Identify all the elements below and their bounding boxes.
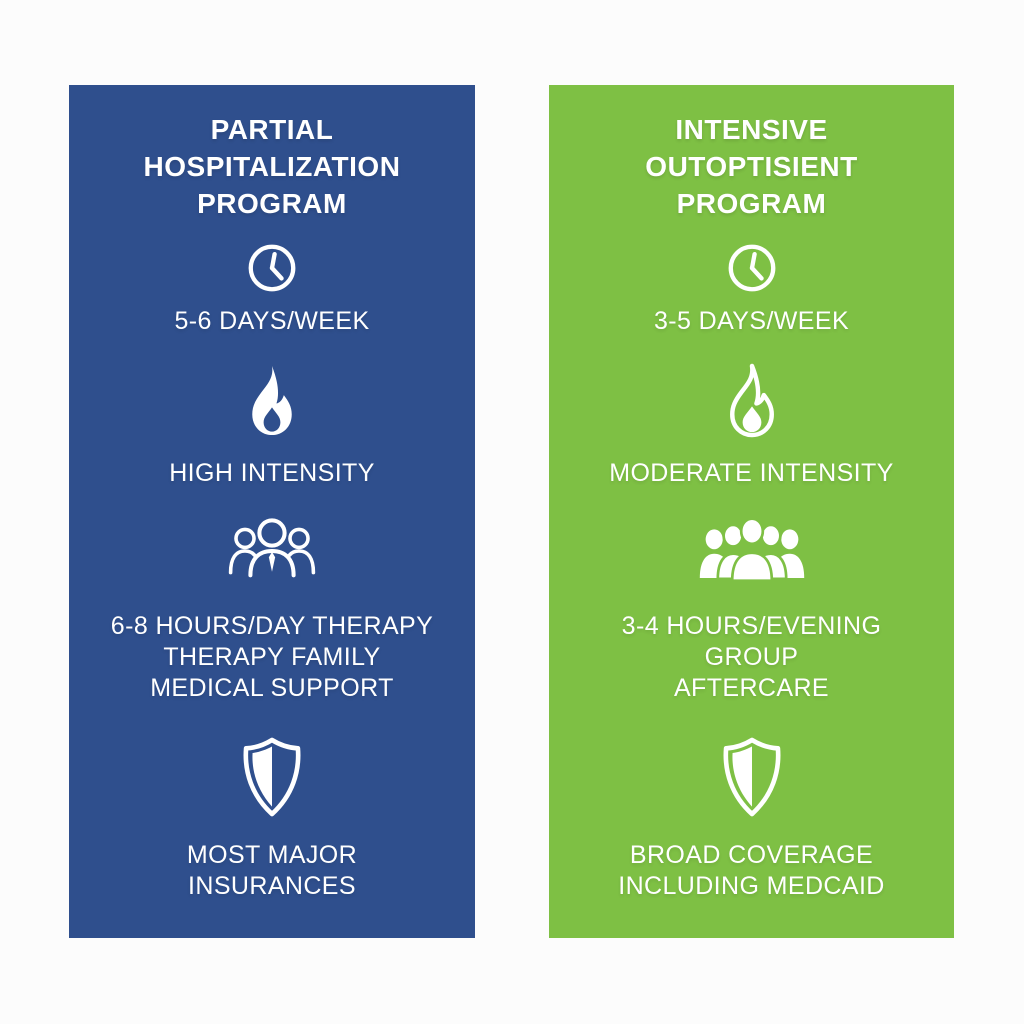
title-line: OUTOPTISIENT (645, 151, 858, 182)
frequency-label: 3-5 DAYS/WEEK (653, 307, 850, 335)
people-icon (214, 515, 330, 587)
schedule-label: 6-8 HOURS/DAY THERAPY THERAPY FAMILY MED… (110, 612, 434, 702)
title-line: PROGRAM (197, 188, 347, 219)
insurance-label: MOST MAJOR INSURANCES (186, 841, 358, 900)
column-title: PARTIAL HOSPITALIZATION PROGRAM (144, 111, 401, 222)
people-icon (691, 515, 813, 587)
title-line: INTENSIVE (675, 114, 828, 145)
flame-icon (720, 363, 784, 438)
column-title: INTENSIVE OUTOPTISIENT PROGRAM (645, 111, 857, 222)
schedule-label: 3-4 HOURS/EVENING GROUP AFTERCARE (621, 612, 882, 702)
title-line: HOSPITALIZATION (143, 151, 401, 182)
shield-icon (235, 734, 309, 820)
frequency-label: 5-6 DAYS/WEEK (174, 307, 370, 335)
flame-icon (240, 363, 304, 438)
title-line: PROGRAM (676, 188, 827, 219)
intensity-label: MODERATE INTENSITY (609, 459, 894, 487)
column-intensive-outpatient: INTENSIVE OUTOPTISIENT PROGRAM 3-5 DAYS/… (549, 85, 954, 938)
clock-icon (726, 242, 778, 294)
insurance-label: BROAD COVERAGE INCLUDING MEDCAID (618, 841, 885, 900)
clock-icon (246, 242, 298, 294)
title-line: PARTIAL (210, 114, 334, 145)
column-partial-hospitalization: PARTIAL HOSPITALIZATION PROGRAM 5-6 DAYS… (69, 85, 475, 938)
intensity-label: HIGH INTENSITY (169, 459, 375, 487)
shield-icon (715, 734, 789, 820)
